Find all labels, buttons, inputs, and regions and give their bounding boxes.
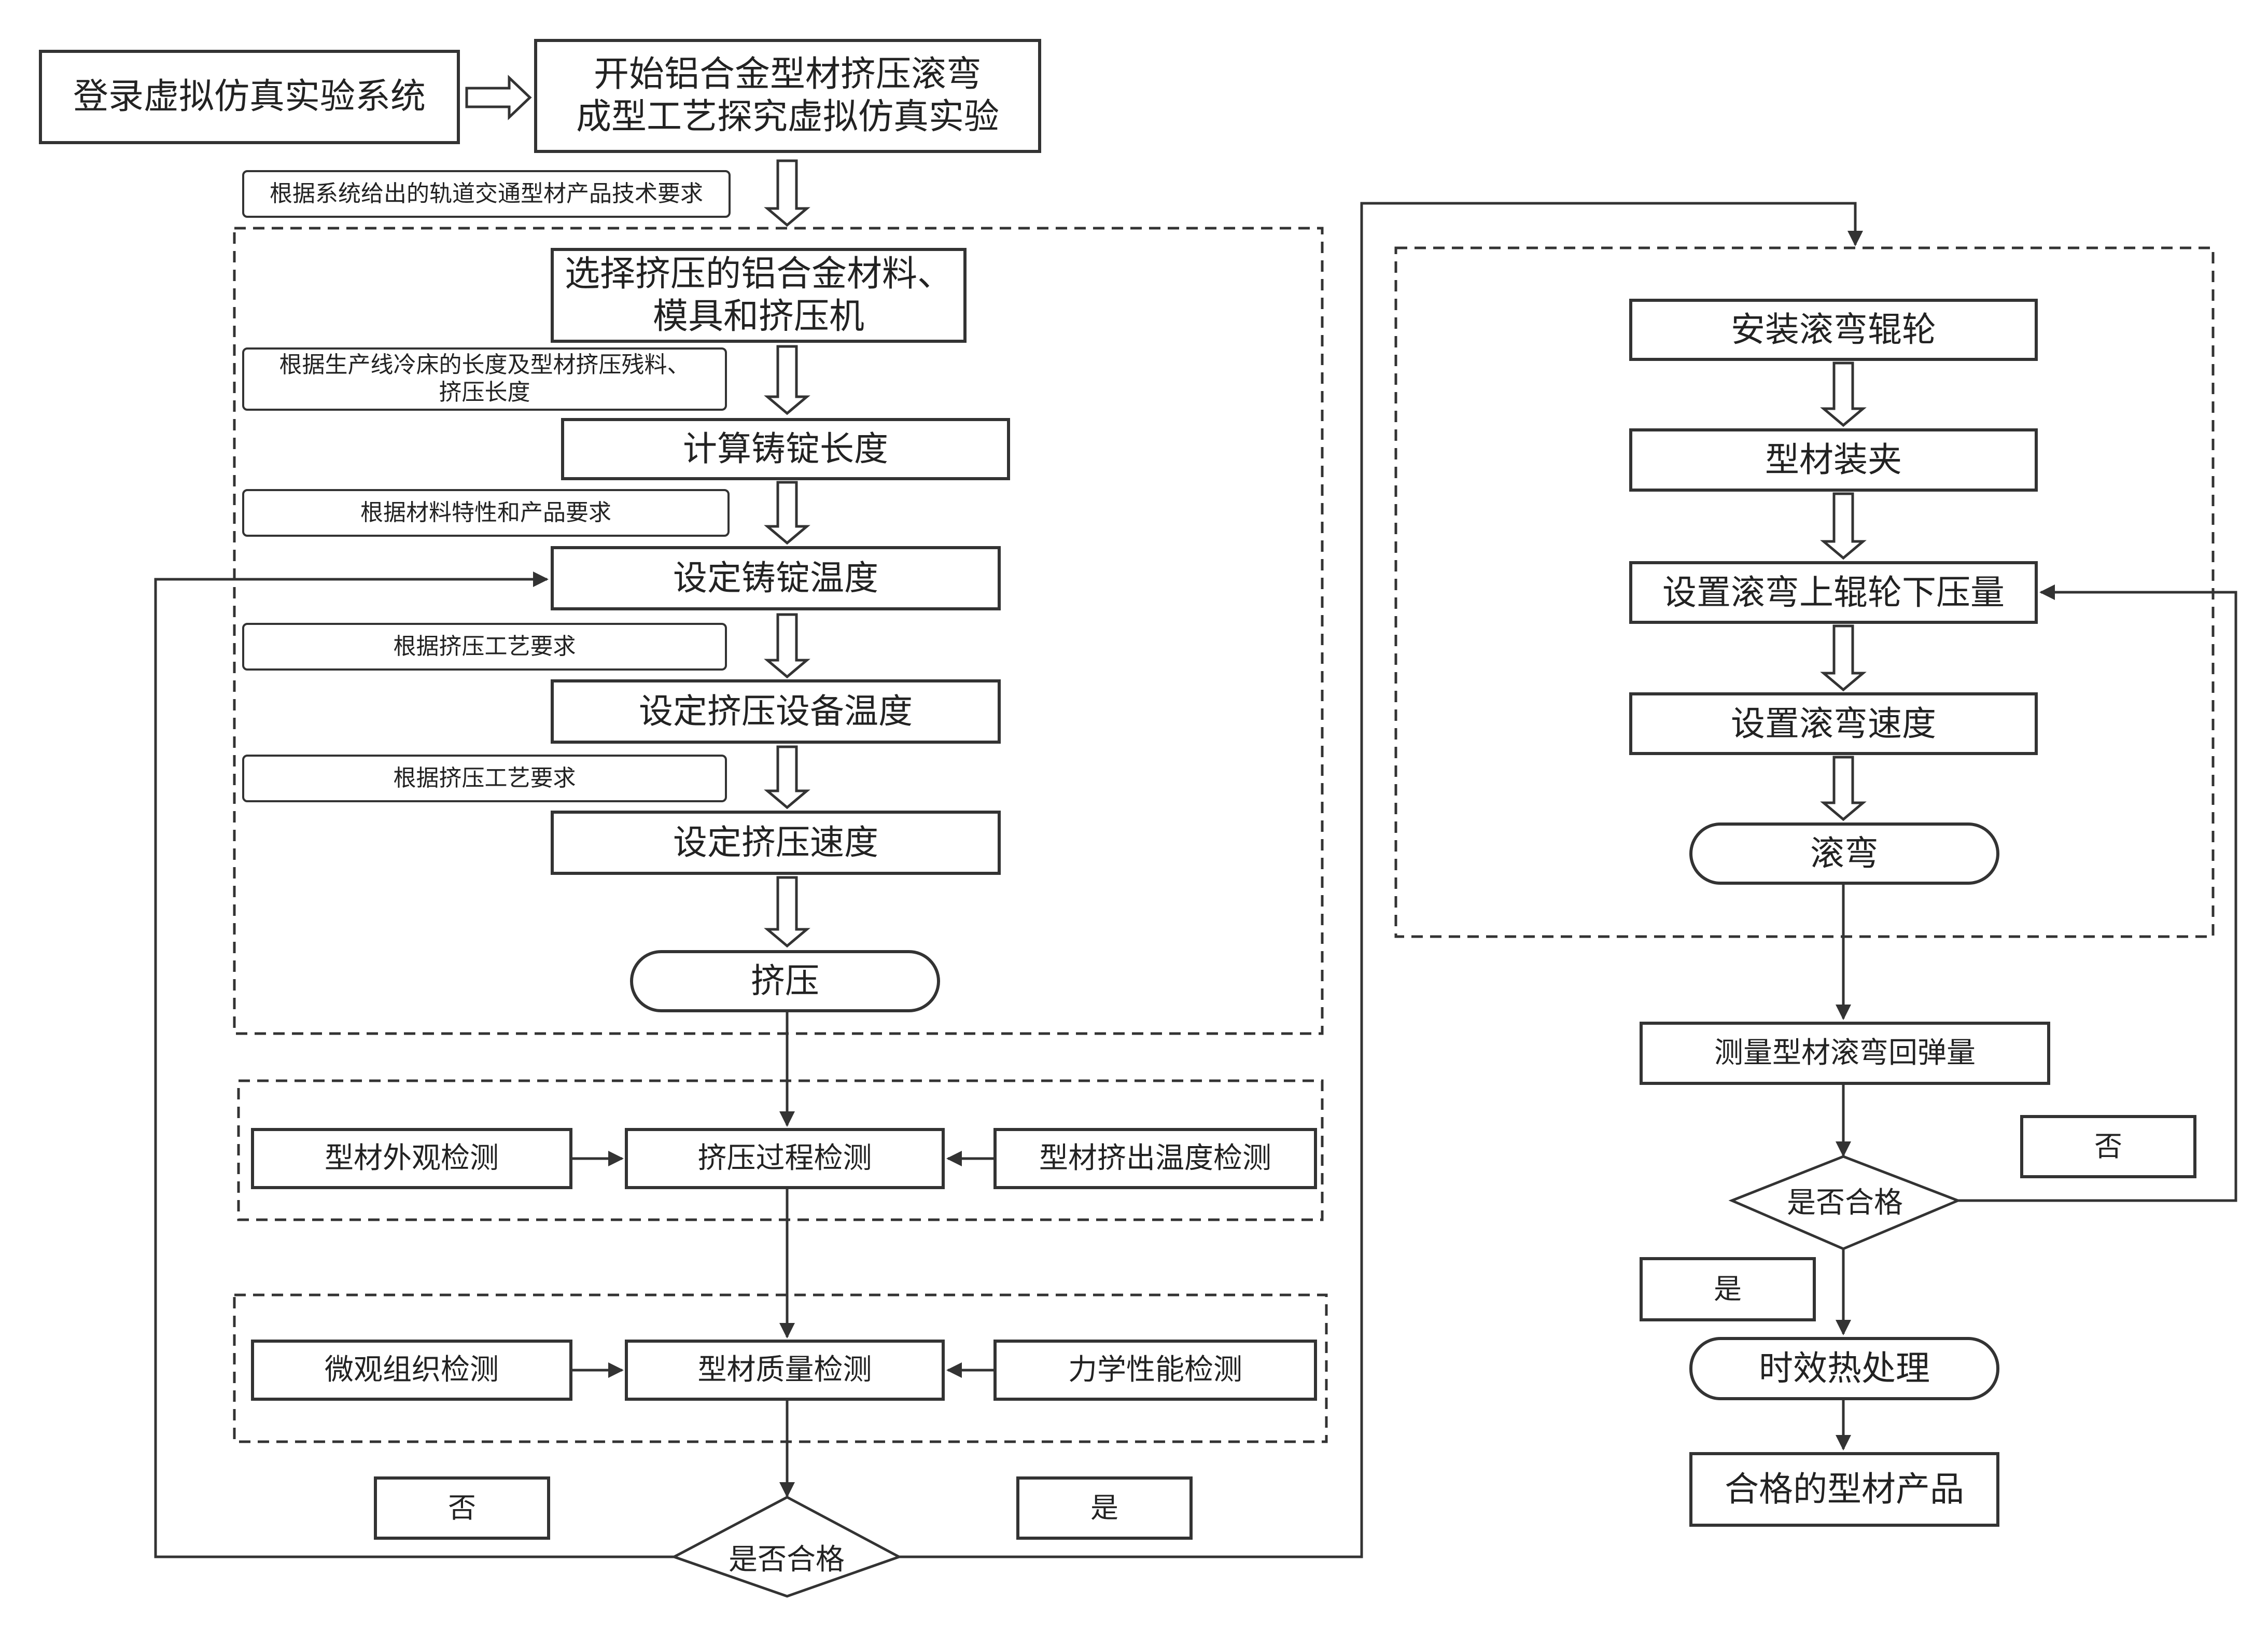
clamp-profile-box: 型材装夹 — [1629, 428, 2038, 492]
block-arrow-temp-to-equip — [764, 613, 810, 679]
experiment-start-box: 开始铝合金型材挤压滚弯 成型工艺探究虚拟仿真实验 — [534, 39, 1041, 153]
note-technical-requirements: 根据系统给出的轨道交通型材产品技术要求 — [242, 170, 731, 218]
block-arrow-speed-to-extrude — [764, 876, 810, 948]
appearance-check-box: 型材外观检测 — [251, 1128, 572, 1189]
bend-terminator: 滚弯 — [1689, 823, 1999, 885]
roller-pressdown-box: 设置滚弯上辊轮下压量 — [1629, 561, 2038, 624]
process-check-box: 挤压过程检测 — [625, 1128, 945, 1189]
quality-check-group-frame — [233, 1293, 1328, 1443]
extrusion-speed-box: 设定挤压速度 — [551, 811, 1001, 875]
exit-temperature-check-box: 型材挤出温度检测 — [993, 1128, 1317, 1189]
bending-speed-box: 设置滚弯速度 — [1629, 692, 2038, 755]
connector-yes-to-bending — [899, 202, 1863, 1558]
decision-quality-label: 是否合格 — [729, 1542, 845, 1577]
microstructure-check-box: 微观组织检测 — [251, 1340, 572, 1401]
mechanical-check-box: 力学性能检测 — [993, 1340, 1317, 1401]
decision-yes-tag: 是 — [1016, 1476, 1193, 1540]
bending-decision-label: 是否合格 — [1787, 1186, 1903, 1220]
extrusion-group-frame — [233, 227, 1324, 1035]
note-extrusion-process-2: 根据挤压工艺要求 — [242, 755, 727, 802]
block-arrow-length-to-temp — [764, 481, 810, 545]
bending-yes-tag: 是 — [1640, 1257, 1816, 1321]
bending-no-tag: 否 — [2020, 1115, 2196, 1178]
select-material-box: 选择挤压的铝合金材料、 模具和挤压机 — [551, 248, 967, 343]
block-arrow-speed-to-bend — [1820, 756, 1867, 821]
aging-terminator: 时效热处理 — [1689, 1337, 1999, 1400]
connector-no-loop-to-ingot-temp — [154, 571, 674, 1558]
quality-check-box: 型材质量检测 — [625, 1340, 945, 1401]
login-box: 登录虚拟仿真实验系统 — [39, 50, 460, 144]
block-arrow-start-to-select — [764, 159, 810, 227]
qualified-product-box: 合格的型材产品 — [1689, 1452, 1999, 1527]
note-extrusion-process-1: 根据挤压工艺要求 — [242, 623, 727, 671]
note-cooling-bed-length: 根据生产线冷床的长度及型材挤压残料、 挤压长度 — [242, 347, 727, 411]
ingot-temperature-box: 设定铸锭温度 — [551, 546, 1001, 610]
block-arrow-select-to-length — [764, 345, 810, 415]
process-check-group-frame — [237, 1079, 1324, 1221]
note-material-properties: 根据材料特性和产品要求 — [242, 489, 730, 537]
decision-quality-diamond — [670, 1496, 903, 1598]
block-arrow-pressdown-to-speed — [1820, 624, 1867, 692]
springback-box: 测量型材滚弯回弹量 — [1640, 1022, 2050, 1085]
decision-no-tag: 否 — [374, 1476, 550, 1540]
block-arrow-clamp-to-pressdown — [1820, 492, 1867, 560]
equipment-temperature-box: 设定挤压设备温度 — [551, 679, 1001, 744]
connector-no-loop-to-pressdown — [1958, 584, 2237, 1202]
ingot-length-box: 计算铸锭长度 — [561, 418, 1010, 480]
block-arrow-equip-to-speed — [764, 745, 810, 810]
block-arrow-install-to-clamp — [1820, 361, 1867, 427]
block-arrow-login-to-start — [465, 75, 532, 120]
install-rollers-box: 安装滚弯辊轮 — [1629, 299, 2038, 361]
extrude-terminator: 挤压 — [630, 950, 940, 1012]
